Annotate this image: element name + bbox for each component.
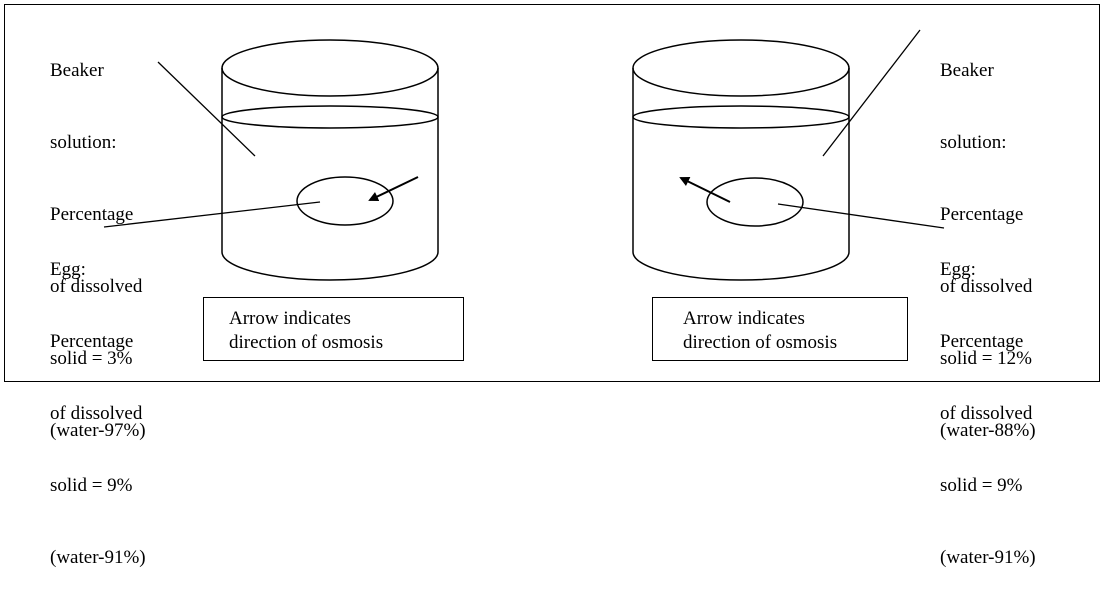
- right-beaker: [632, 39, 850, 281]
- right-osmosis-arrow: [679, 177, 731, 203]
- right-beaker-base: [632, 251, 850, 281]
- label-line: solid = 12%: [940, 348, 1032, 369]
- label-line: Percentage: [50, 331, 134, 352]
- left-leaders: [103, 61, 321, 228]
- right-egg-leader: [777, 203, 945, 229]
- label-line: solid = 9%: [940, 475, 1023, 496]
- left-egg: [296, 176, 394, 226]
- osmosis-diagram: [103, 29, 945, 281]
- label-line: (water-91%): [940, 547, 1036, 568]
- left-caption-box: Arrow indicates direction of osmosis: [203, 297, 464, 361]
- caption-line: direction of osmosis: [229, 332, 384, 353]
- label-line: Beaker: [50, 60, 104, 81]
- label-line: Percentage: [940, 204, 1024, 225]
- label-line: of dissolved: [940, 403, 1033, 424]
- left-beaker-leader: [157, 61, 256, 157]
- left-beaker: [221, 39, 439, 281]
- left-beaker-rim: [221, 39, 439, 97]
- diagram-frame: [4, 4, 1100, 382]
- right-egg-label: Egg: Percentage of dissolved solid = 9% …: [940, 210, 1036, 594]
- label-line: Egg:: [940, 259, 976, 280]
- left-beaker-base: [221, 251, 439, 281]
- label-line: Percentage: [940, 331, 1024, 352]
- right-beaker-leader: [822, 29, 921, 157]
- caption-line: Arrow indicates: [229, 308, 351, 329]
- label-line: of dissolved: [50, 276, 143, 297]
- left-egg-leader: [103, 201, 321, 228]
- label-line: solid = 9%: [50, 475, 133, 496]
- right-caption-box: Arrow indicates direction of osmosis: [652, 297, 908, 361]
- right-water-surface: [632, 105, 850, 129]
- left-osmosis-arrow: [368, 176, 419, 202]
- left-water-surface: [221, 105, 439, 129]
- label-line: solution:: [940, 132, 1007, 153]
- caption-line: direction of osmosis: [683, 332, 838, 353]
- label-line: Percentage: [50, 204, 134, 225]
- caption-line: Arrow indicates: [683, 308, 805, 329]
- right-beaker-rim: [632, 39, 850, 97]
- right-leaders: [777, 29, 945, 229]
- label-line: solution:: [50, 132, 117, 153]
- label-line: solid = 3%: [50, 348, 133, 369]
- label-line: of dissolved: [50, 403, 143, 424]
- label-line: (water-91%): [50, 547, 146, 568]
- label-line: Beaker: [940, 60, 994, 81]
- label-line: of dissolved: [940, 276, 1033, 297]
- left-egg-label: Egg: Percentage of dissolved solid = 9% …: [50, 210, 146, 594]
- right-egg: [706, 177, 804, 227]
- label-line: Egg:: [50, 259, 86, 280]
